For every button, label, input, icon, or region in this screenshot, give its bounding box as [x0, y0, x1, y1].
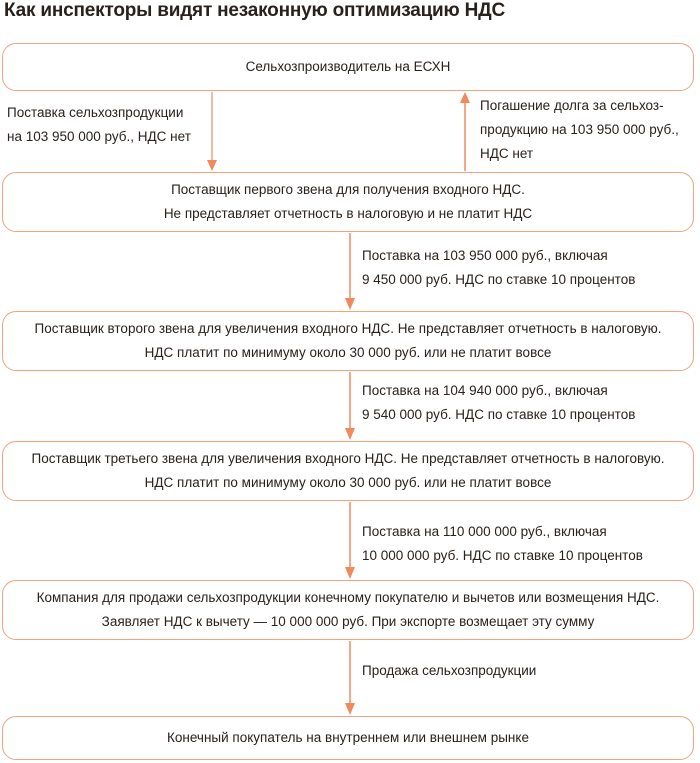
box-final-buyer: Конечный покупатель на внутреннем или вн…	[2, 716, 694, 760]
box-seller-company: Компания для продажи сельхозпродукции ко…	[2, 580, 694, 640]
box-supplier-3: Поставщик третьего звена для увеличения …	[2, 441, 694, 501]
box-text: Поставщик первого звена для получения вх…	[171, 182, 525, 197]
label-step4: Поставка на 110 000 000 руб., включая 10…	[362, 520, 643, 568]
label-line: Погашение долга за сельхоз-	[480, 98, 664, 113]
box-text: Поставщик второго звена для увеличения в…	[34, 321, 662, 336]
box-text: НДС платит по минимуму около 30 000 руб.…	[144, 475, 552, 490]
label-line: продукцию на 103 950 000 руб.,	[480, 122, 679, 137]
label-line: Поставка на 110 000 000 руб., включая	[362, 524, 607, 539]
label-step2: Поставка на 103 950 000 руб., включая 9 …	[362, 244, 635, 292]
label-line: НДС нет	[480, 146, 534, 161]
box-text: Поставщик третьего звена для увеличения …	[31, 451, 665, 466]
box-text: Заявляет НДС к вычету — 10 000 000 руб. …	[101, 614, 595, 629]
label-line: Поставка сельхозпродукции	[7, 105, 184, 120]
box-text: Конечный покупатель на внутреннем или вн…	[167, 730, 529, 745]
label-repay-up: Погашение долга за сельхоз- продукцию на…	[480, 94, 679, 166]
box-text: Сельхозпроизводитель на ЕСХН	[245, 59, 451, 74]
box-text: НДС платит по минимуму около 30 000 руб.…	[144, 345, 552, 360]
label-step5: Продажа сельхозпродукции	[362, 659, 536, 683]
label-line: Продажа сельхозпродукции	[362, 663, 537, 678]
box-text: Компания для продажи сельхозпродукции ко…	[36, 590, 660, 605]
label-line: Поставка на 104 940 000 руб., включая	[362, 383, 608, 398]
arrowhead-repay	[460, 92, 470, 103]
label-line: 10 000 000 руб. НДС по ставке 10 процент…	[362, 548, 643, 563]
box-supplier-2: Поставщик второго звена для увеличения в…	[2, 311, 694, 371]
label-step3: Поставка на 104 940 000 руб., включая 9 …	[362, 379, 635, 427]
label-line: 9 450 000 руб. НДС по ставке 10 проценто…	[362, 272, 636, 287]
label-line: на 103 950 000 руб., НДС нет	[7, 129, 191, 144]
arrowhead-supply	[207, 160, 217, 171]
box-text: Не представляет отчетность в налоговую и…	[163, 206, 533, 221]
label-supply-down: Поставка сельхозпродукции на 103 950 000…	[7, 101, 191, 149]
box-supplier-1: Поставщик первого звена для получения вх…	[2, 172, 694, 232]
diagram-title: Как инспекторы видят незаконную оптимиза…	[4, 0, 506, 21]
label-line: 9 540 000 руб. НДС по ставке 10 проценто…	[362, 407, 636, 422]
box-producer: Сельхозпроизводитель на ЕСХН	[2, 43, 694, 91]
label-line: Поставка на 103 950 000 руб., включая	[362, 248, 608, 263]
